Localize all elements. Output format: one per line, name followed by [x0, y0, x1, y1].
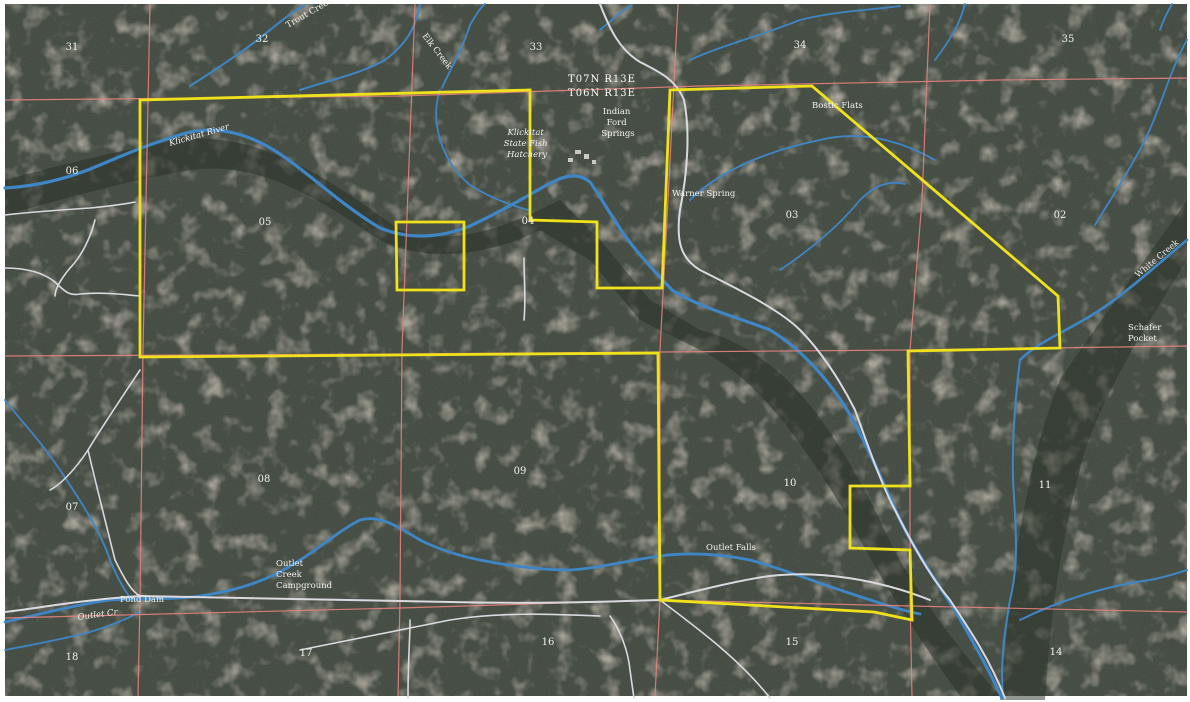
section-number: 35	[1062, 34, 1075, 45]
section-number: 16	[542, 637, 555, 648]
boundary-inholding	[394, 220, 466, 292]
road-sec07-b	[87, 449, 141, 597]
boundary-main-polygon	[138, 84, 1062, 622]
section-line-v3	[654, 3, 679, 697]
hatchery-line: Hatchery	[506, 150, 547, 160]
section-number: 33	[530, 42, 543, 53]
building	[592, 160, 596, 164]
road-sec04-spur	[523, 257, 526, 321]
section-number: 15	[786, 637, 799, 648]
indian-ford-line: Ford	[607, 118, 628, 128]
canyon-shade-east	[1000, 200, 1187, 700]
section-number: 10	[784, 478, 797, 489]
road-northwest	[4, 201, 136, 216]
section-number: 11	[1039, 480, 1052, 491]
township-south-label: T06N R13E	[568, 88, 636, 99]
ownership-boundary	[138, 84, 1062, 622]
road-sec17-spur	[407, 619, 411, 699]
trout-creek	[189, 4, 306, 87]
section-number: 07	[66, 502, 79, 513]
schafer-pocket-line: Schafer	[1128, 323, 1162, 333]
outlet-creek-line: Outlet	[276, 559, 304, 569]
section-number: 08	[258, 474, 271, 485]
section-number: 32	[256, 34, 269, 45]
hatchery-buildings	[568, 150, 596, 164]
section-number: 14	[1050, 647, 1063, 658]
pond-dam-label: Pond Dam	[120, 595, 164, 605]
section-number: 04	[522, 216, 535, 227]
township-north-label: T07N R13E	[568, 74, 636, 85]
building	[575, 150, 581, 154]
indian-ford-line: Indian	[603, 107, 631, 117]
road-sec15	[659, 599, 771, 699]
section-number: 09	[514, 466, 527, 477]
creek-sec04	[435, 89, 529, 211]
road-sec17	[299, 613, 601, 651]
section-number: 03	[786, 210, 799, 221]
road-west-loop	[4, 267, 141, 297]
hatchery-line: Klickitat	[506, 128, 544, 138]
section-number: 34	[794, 40, 807, 51]
creek-sec07	[4, 399, 131, 599]
bostic-flats-label: Bostic Flats	[812, 101, 863, 111]
canyon-shade	[5, 138, 1000, 697]
creek-sec11	[1001, 359, 1021, 699]
outlet-creek	[3, 517, 922, 624]
road-river	[599, 3, 1006, 699]
creek-north-a	[441, 3, 486, 89]
water-layer	[3, 3, 1189, 700]
outlet-creek-campground-label: Outlet Creek Campground	[276, 559, 333, 591]
white-creek	[1018, 238, 1189, 362]
creek-north-b	[599, 4, 633, 31]
section-line-v2	[397, 3, 416, 697]
section-number: 18	[66, 652, 79, 663]
indian-ford-label: Indian Ford Springs	[601, 107, 634, 139]
creek-sec02	[1094, 39, 1188, 226]
warner-spring-label: Warner Spring	[672, 189, 736, 199]
outlet-falls-label: Outlet Falls	[706, 543, 756, 553]
section-number: 31	[66, 42, 79, 53]
creek-sec14	[1019, 569, 1188, 621]
section-line-v1	[137, 3, 151, 697]
creek-northeast	[934, 3, 966, 61]
creek-sec03-a	[689, 135, 936, 201]
outlet-creek-line: Campground	[276, 581, 333, 591]
roads-layer	[4, 3, 1006, 699]
creek-east-edge	[1159, 3, 1173, 31]
building	[568, 158, 573, 162]
schafer-pocket-label: Schafer Pocket	[1128, 323, 1164, 344]
creek-north-c	[689, 5, 901, 61]
creek-sec18	[4, 611, 141, 651]
building	[584, 154, 589, 159]
section-number: 17	[300, 648, 313, 659]
indian-ford-line: Springs	[601, 129, 634, 139]
section-number: 06	[66, 166, 79, 177]
section-number: 05	[259, 217, 272, 228]
section-numbers: 31 32 33 34 35 06 05 04 03 02 07 08 09 1…	[66, 34, 1075, 663]
road-west-spur	[54, 219, 96, 297]
road-sec16	[609, 615, 635, 699]
hatchery-label: Klickitat State Fish Hatchery	[504, 128, 551, 160]
outlet-creek-line: Creek	[276, 570, 303, 580]
klickitat-river	[3, 128, 1004, 700]
hatchery-line: State Fish	[504, 139, 548, 149]
schafer-pocket-line: Pocket	[1128, 334, 1157, 344]
section-number: 02	[1054, 210, 1067, 221]
creek-sec03-b	[779, 181, 906, 271]
